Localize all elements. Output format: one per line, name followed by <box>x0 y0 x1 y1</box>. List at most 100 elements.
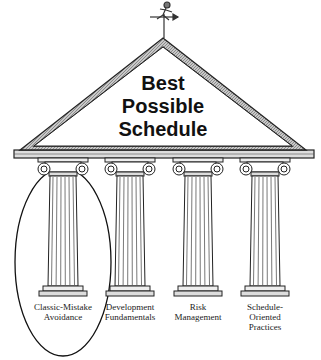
ionic-column <box>236 158 294 298</box>
ionic-column <box>34 158 92 298</box>
pillar-label: Schedule-Oriented Practices <box>236 302 294 332</box>
runner-arm <box>166 10 172 12</box>
volute-eye <box>176 166 182 172</box>
flute <box>65 177 66 285</box>
pillar-label: Classic-Mistake Avoidance <box>34 302 92 322</box>
column-parts <box>173 158 223 296</box>
neck-band <box>49 172 77 176</box>
pillar-label: Development Fundamentals <box>101 302 159 322</box>
flute <box>208 177 210 285</box>
flutes <box>52 177 75 285</box>
flute <box>271 177 273 285</box>
flute <box>56 177 58 285</box>
echinus <box>180 162 216 172</box>
abacus <box>38 158 88 162</box>
abacus <box>173 158 223 162</box>
volute <box>211 163 223 175</box>
plinth <box>241 291 289 296</box>
flute <box>204 177 206 285</box>
plinth <box>106 291 154 296</box>
volute-eye <box>243 166 249 172</box>
column-node: Classic-Mistake Avoidance <box>34 158 92 326</box>
highlight-ellipse <box>15 168 111 356</box>
roof-cornice <box>20 38 306 150</box>
flute <box>60 177 61 285</box>
pillar-label: Risk Management <box>169 302 227 322</box>
weathervane <box>150 2 178 38</box>
abacus <box>105 158 155 162</box>
roof-tympanum <box>34 47 292 146</box>
shaft <box>183 176 213 286</box>
runner-leg <box>163 15 169 20</box>
flute <box>127 177 128 285</box>
architrave-line <box>14 154 314 155</box>
neck-band <box>116 172 144 176</box>
echinus <box>247 162 283 172</box>
flute <box>267 177 268 285</box>
flute <box>254 177 256 285</box>
volute <box>76 163 88 175</box>
flutes <box>119 177 142 285</box>
flutes <box>254 177 277 285</box>
volute <box>173 163 185 175</box>
torus <box>110 286 150 291</box>
volute-eye <box>108 166 114 172</box>
architrave-beam <box>14 150 314 158</box>
flute <box>275 177 277 285</box>
pediment-title: Best Possible Schedule <box>111 72 215 141</box>
volute-eye <box>281 166 287 172</box>
echinus <box>45 162 81 172</box>
runner-leg <box>157 15 163 19</box>
flute <box>187 177 189 285</box>
torus <box>245 286 285 291</box>
flute <box>132 177 133 285</box>
column-parts <box>240 158 290 296</box>
column-parts <box>38 158 88 296</box>
shaft <box>250 176 280 286</box>
volute-eye <box>79 166 85 172</box>
column-node: Schedule-Oriented Practices <box>236 158 294 336</box>
flute <box>258 177 260 285</box>
flutes <box>187 177 210 285</box>
torus <box>43 286 83 291</box>
column-node: Development Fundamentals <box>101 158 159 326</box>
runner-head <box>164 2 170 8</box>
neck-band <box>251 172 279 176</box>
volute <box>143 163 155 175</box>
flute <box>262 177 263 285</box>
column-node: Risk Management <box>169 158 227 326</box>
volute <box>105 163 117 175</box>
flute <box>73 177 75 285</box>
flute <box>123 177 125 285</box>
flute <box>140 177 142 285</box>
shaft <box>48 176 78 286</box>
volute <box>38 163 50 175</box>
pediment-node: Best Possible Schedule <box>20 38 306 150</box>
flute <box>200 177 201 285</box>
column-parts <box>105 158 155 296</box>
torus <box>178 286 218 291</box>
volute <box>278 163 290 175</box>
flute <box>195 177 196 285</box>
ionic-column <box>169 158 227 298</box>
ionic-column <box>101 158 159 298</box>
flute <box>191 177 193 285</box>
volute-eye <box>146 166 152 172</box>
echinus <box>112 162 148 172</box>
vane-arrow-head <box>173 14 178 20</box>
plinth <box>174 291 222 296</box>
runner-arm <box>160 9 166 10</box>
volute <box>240 163 252 175</box>
shaft <box>115 176 145 286</box>
plinth <box>39 291 87 296</box>
flute <box>136 177 138 285</box>
flute <box>69 177 71 285</box>
flute <box>119 177 121 285</box>
architrave <box>14 150 314 158</box>
neck-band <box>184 172 212 176</box>
flute <box>52 177 54 285</box>
abacus <box>240 158 290 162</box>
volute-eye <box>214 166 220 172</box>
volute-eye <box>41 166 47 172</box>
